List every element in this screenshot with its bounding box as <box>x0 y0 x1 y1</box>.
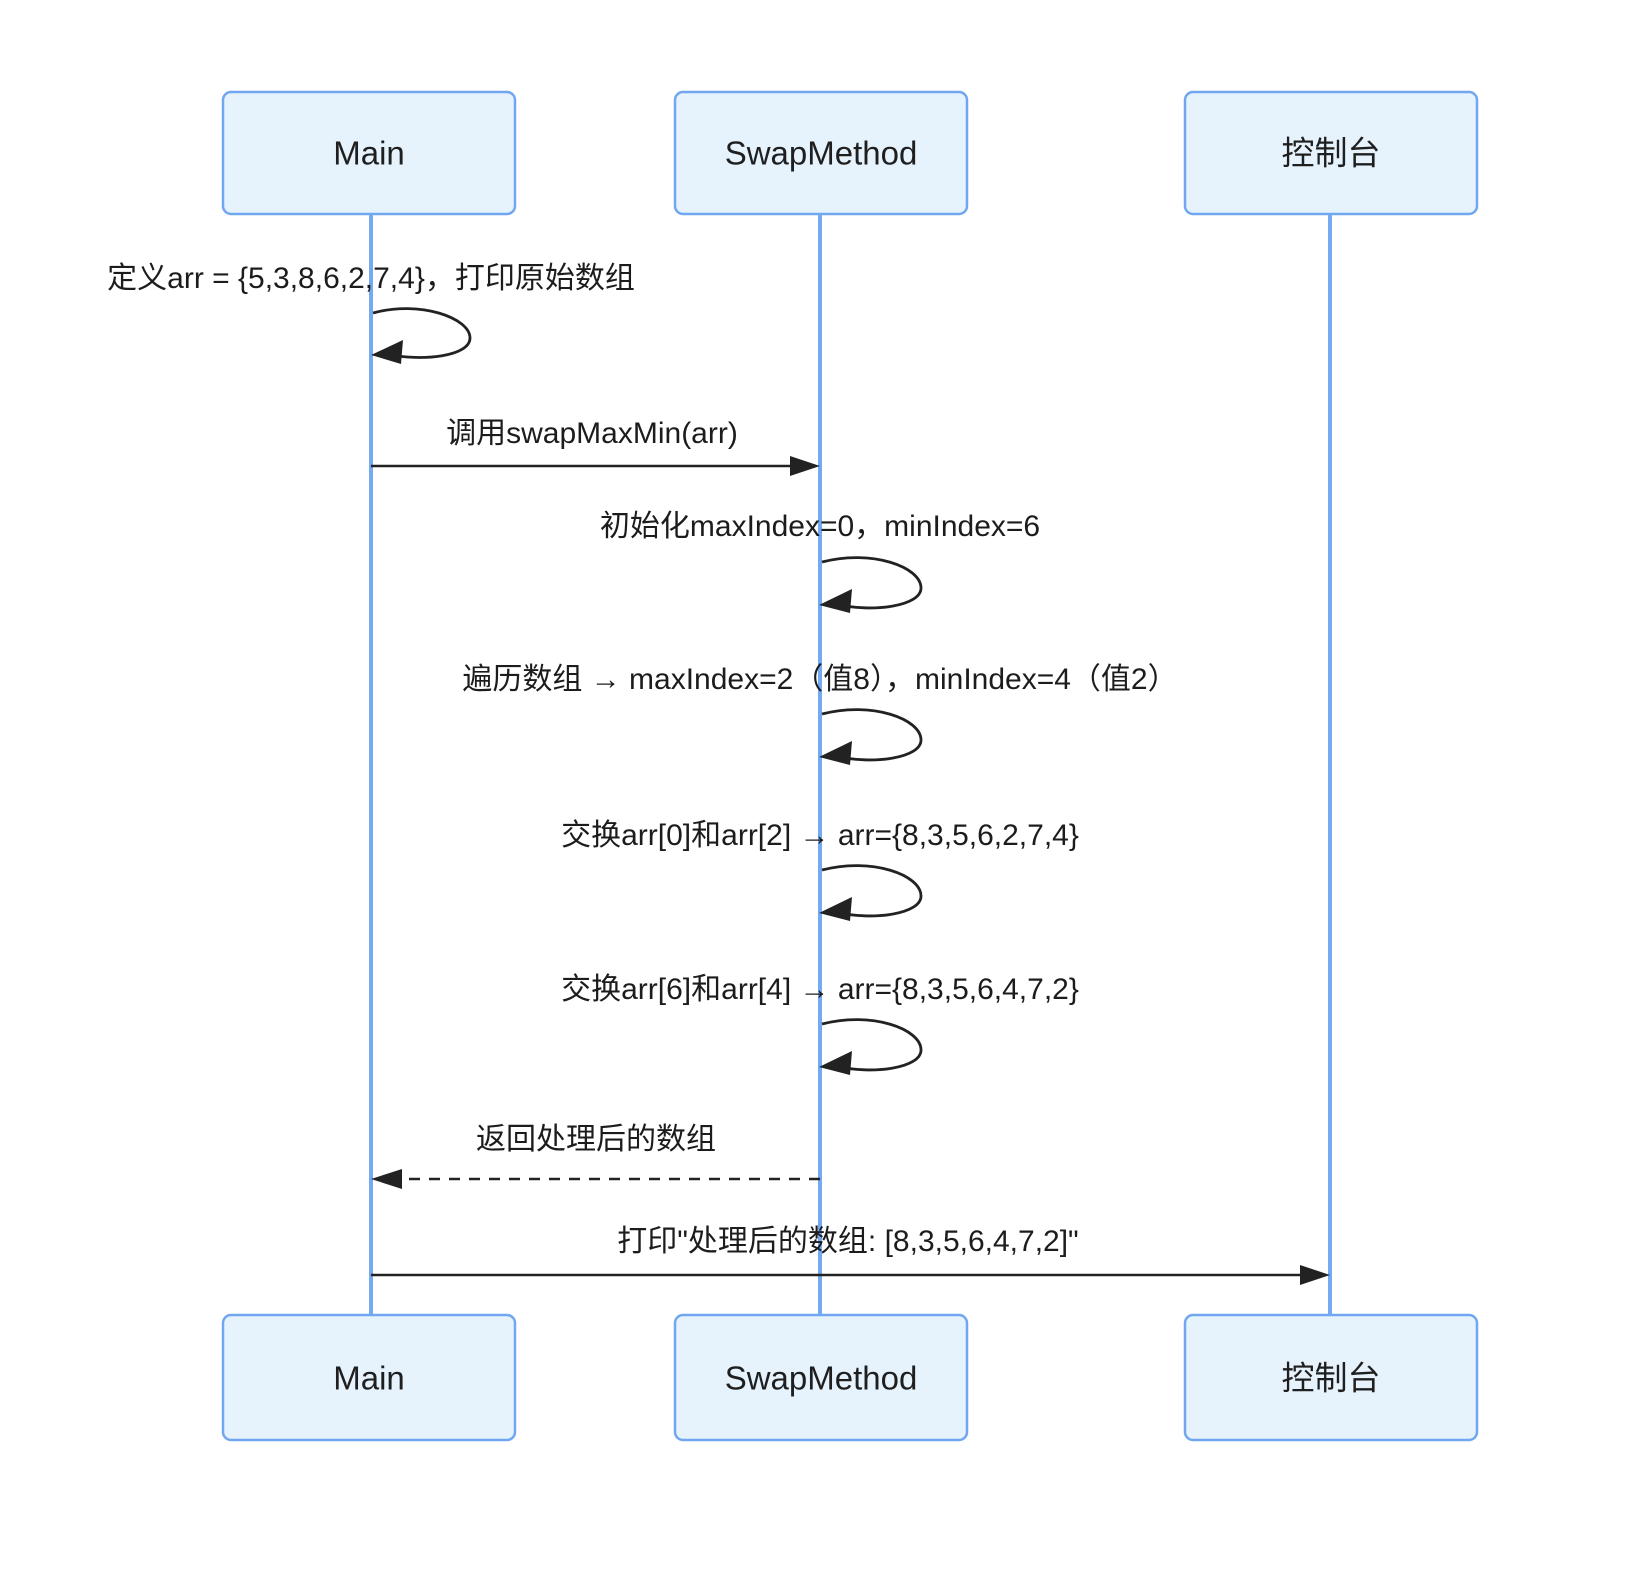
participant-label-main-bottom: Main <box>333 1360 405 1397</box>
participant-bottom-console[interactable]: 控制台 <box>1183 1313 1479 1442</box>
message-3-arrowhead <box>819 741 852 765</box>
message-5-self-swapmethod[interactable]: 交换arr[6]和arr[4] → arr={8,3,5,6,4,7,2} <box>561 973 1079 1075</box>
participant-box-main-bottom[interactable] <box>221 1313 517 1442</box>
message-0-self-main[interactable]: 定义arr = {5,3,8,6,2,7,4}，打印原始数组 <box>107 262 635 364</box>
message-2-arrowhead <box>819 589 852 613</box>
message-4-label: 交换arr[0]和arr[2] → arr={8,3,5,6,2,7,4} <box>561 819 1079 852</box>
lifelines <box>369 213 1332 1317</box>
message-4-self-swapmethod[interactable]: 交换arr[0]和arr[2] → arr={8,3,5,6,2,7,4} <box>561 819 1079 921</box>
participant-label-console-top: 控制台 <box>1282 135 1381 172</box>
message-7-call-main-to-console[interactable]: 打印"处理后的数组: [8,3,5,6,4,7,2]" <box>371 1225 1330 1285</box>
participant-box-console-bottom[interactable] <box>1183 1313 1479 1442</box>
message-3-selfloop-path <box>821 708 923 762</box>
message-4-arrowhead <box>819 897 852 921</box>
participant-label-swapmethod-bottom: SwapMethod <box>725 1360 918 1397</box>
message-3-self-swapmethod[interactable]: 遍历数组 → maxIndex=2（值8），minIndex=4（值2） <box>462 663 1178 765</box>
participant-box-swapmethod-bottom[interactable] <box>673 1313 969 1442</box>
participant-top-main[interactable]: Main <box>221 90 517 216</box>
participant-top-console[interactable]: 控制台 <box>1183 90 1479 216</box>
message-1-label: 调用swapMaxMin(arr) <box>446 417 738 450</box>
message-5-selfloop-path <box>821 1018 923 1072</box>
participant-top-swapmethod[interactable]: SwapMethod <box>673 90 969 216</box>
message-7-label: 打印"处理后的数组: [8,3,5,6,4,7,2]" <box>617 1225 1078 1258</box>
participant-bottom-swapmethod[interactable]: SwapMethod <box>673 1313 969 1442</box>
participant-label-swapmethod-top: SwapMethod <box>725 135 918 172</box>
message-0-arrowhead <box>371 340 403 364</box>
participant-box-console-top[interactable] <box>1183 90 1479 216</box>
participant-box-main-top[interactable] <box>221 90 517 216</box>
message-0-label: 定义arr = {5,3,8,6,2,7,4}，打印原始数组 <box>107 262 635 295</box>
message-6-arrowhead <box>371 1169 402 1189</box>
participant-box-swapmethod-top[interactable] <box>673 90 969 216</box>
participant-bottom-main[interactable]: Main <box>221 1313 517 1442</box>
message-4-selfloop-path <box>821 864 923 918</box>
message-0-selfloop-path <box>372 307 472 359</box>
message-2-self-swapmethod[interactable]: 初始化maxIndex=0，minIndex=6 <box>600 510 1040 613</box>
message-6-label: 返回处理后的数组 <box>476 1123 716 1156</box>
message-1-arrowhead <box>790 456 820 476</box>
message-2-label: 初始化maxIndex=0，minIndex=6 <box>600 510 1040 543</box>
participant-label-main-top: Main <box>333 135 405 172</box>
participant-label-console-bottom: 控制台 <box>1282 1360 1381 1397</box>
message-7-arrowhead <box>1300 1265 1330 1285</box>
message-6-return-swapmethod-to-main[interactable]: 返回处理后的数组 <box>371 1123 820 1189</box>
message-5-label: 交换arr[6]和arr[4] → arr={8,3,5,6,4,7,2} <box>561 973 1079 1006</box>
message-1-call-main-to-swapmethod[interactable]: 调用swapMaxMin(arr) <box>371 417 820 476</box>
message-3-label: 遍历数组 → maxIndex=2（值8），minIndex=4（值2） <box>462 663 1177 696</box>
message-5-arrowhead <box>819 1051 852 1075</box>
message-2-selfloop-path <box>821 556 923 610</box>
